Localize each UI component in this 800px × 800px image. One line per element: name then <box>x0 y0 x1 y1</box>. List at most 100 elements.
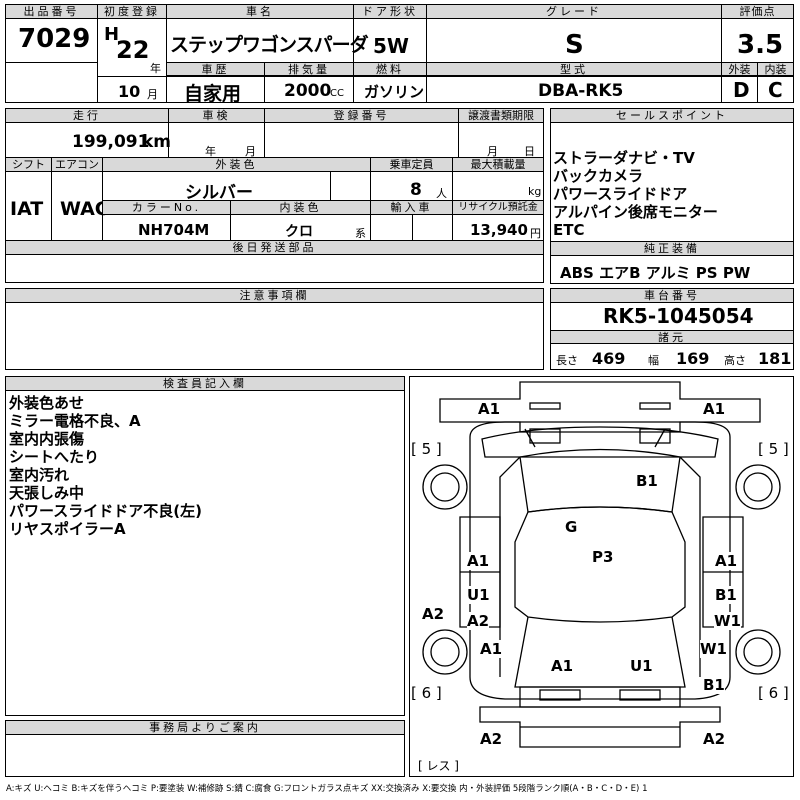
mark: A1 <box>478 400 501 418</box>
door-type: 5W <box>373 34 409 58</box>
recycle-unit: 円 <box>530 227 541 240</box>
inspection-label: 車検 <box>169 109 264 123</box>
mark: W1 <box>700 640 727 658</box>
inspector-list: 外装色あせ ミラー電格不良、A 室内内張傷 シートへたり 室内汚れ 天張しみ中 … <box>9 394 202 538</box>
int-label: 内装 <box>758 62 793 76</box>
cc-unit: CC <box>330 88 344 99</box>
height-label: 高さ <box>724 354 746 367</box>
regno-label: 登録番号 <box>265 109 458 123</box>
month-unit: 月 <box>147 88 158 101</box>
inspector-item: パワースライドドア不良(左) <box>9 502 202 520</box>
notes-box <box>5 288 544 370</box>
km-unit: km <box>142 132 172 152</box>
lot-number: 7029 <box>18 24 91 54</box>
length-label: 長さ <box>556 354 578 367</box>
transfer-month: 月 <box>487 145 498 158</box>
inspector-label: 検査員記入欄 <box>6 377 404 391</box>
mark: G <box>565 518 578 536</box>
mark: A1 <box>480 640 503 658</box>
era: H <box>104 24 120 45</box>
header-box <box>5 4 794 103</box>
car-name: ステップワゴンスパーダ <box>170 34 369 56</box>
inspector-item: ミラー電格不良、A <box>9 412 141 430</box>
model-label: 型式 <box>427 62 721 76</box>
height: 181 <box>758 349 792 368</box>
interior-label: 内装色 <box>231 201 370 215</box>
model: DBA-RK5 <box>538 81 624 101</box>
capacity-unit: 人 <box>436 187 447 200</box>
import-label: 輸入車 <box>371 201 452 215</box>
dims-label: 諸元 <box>551 330 793 344</box>
chassis-label: 車台番号 <box>551 289 793 303</box>
mark: A2 <box>467 612 490 630</box>
inspector-item: 室内汚れ <box>9 466 70 484</box>
later-parts-label: 後日発送部品 <box>6 241 543 255</box>
shift: IAT <box>10 198 44 220</box>
reg-month: 10 <box>118 82 141 101</box>
shift-label: シフト <box>6 158 51 172</box>
mark: [ 6 ] <box>411 684 442 702</box>
inspector-item: シートへたり <box>9 448 100 466</box>
mark: B1 <box>636 472 658 490</box>
insp-year: 年 <box>205 145 216 158</box>
mark: U1 <box>467 586 490 604</box>
recycle-label: リサイクル預託金 <box>453 201 543 215</box>
capacity-label: 乗車定員 <box>371 158 452 172</box>
sales-item: バックカメラ <box>553 167 644 185</box>
mark: A2 <box>480 730 503 748</box>
lot-label: 出品番号 <box>6 5 97 19</box>
mark: A1 <box>703 400 726 418</box>
exterior-color: シルバー <box>185 183 253 203</box>
mark: [ レス ] <box>418 757 459 774</box>
interior-color: クロ <box>285 224 313 240</box>
displacement: 2000 <box>284 81 332 101</box>
equip-items: ABS エアB アルミ PS PW <box>560 264 751 282</box>
mark: A2 <box>422 605 445 623</box>
mark: U1 <box>630 657 653 675</box>
equip-label: 純正装備 <box>551 242 793 256</box>
capacity: 8 <box>410 180 422 200</box>
mark: W1 <box>714 612 741 630</box>
mileage-label: 走行 <box>6 109 168 123</box>
inspector-item: 天張しみ中 <box>9 484 85 502</box>
notes-label: 注意事項欄 <box>6 289 543 303</box>
car-name-label: 車名 <box>167 5 353 19</box>
inspector-item: 外装色あせ <box>9 394 85 412</box>
mark: B1 <box>703 676 725 694</box>
transfer-label: 譲渡書類期限 <box>459 109 543 123</box>
sales-box <box>550 108 794 284</box>
fuel-label: 燃料 <box>354 62 426 76</box>
grade: S <box>565 30 584 60</box>
insp-month: 月 <box>245 145 256 158</box>
office-label: 事務局よりご案内 <box>6 721 404 735</box>
color-no: NH704M <box>138 221 210 239</box>
transfer-day: 日 <box>524 145 535 158</box>
score-label: 評価点 <box>722 5 793 19</box>
ac: WAC <box>60 198 109 220</box>
color-label: 外装色 <box>103 158 370 172</box>
mark: [ 5 ] <box>758 440 789 458</box>
int-score: C <box>768 78 783 102</box>
mark: P3 <box>592 548 614 566</box>
grade-label: グレード <box>427 5 721 19</box>
inspector-box <box>5 376 405 716</box>
chassis-number: RK5-1045054 <box>603 304 754 328</box>
reg-year: 22 <box>116 36 150 64</box>
car-diagram <box>422 381 781 748</box>
spec-box <box>5 108 544 283</box>
colorno-label: カラーNo. <box>103 201 230 215</box>
load-unit: kg <box>528 185 542 198</box>
inspector-item: リヤスポイラーA <box>9 520 126 538</box>
load-label: 最大積載量 <box>453 158 543 172</box>
width-label: 幅 <box>648 354 659 367</box>
ext-score: D <box>733 78 750 102</box>
fuel: ガソリン <box>364 83 425 101</box>
door-label: ドア形状 <box>354 5 426 19</box>
sales-item: ストラーダナビ・TV <box>553 149 695 167</box>
recycle-fee: 13,940 <box>470 221 528 239</box>
chassis-box <box>550 288 794 370</box>
mark: B1 <box>715 586 737 604</box>
ac-label: エアコン <box>52 158 102 172</box>
history-label: 車歴 <box>167 62 264 76</box>
car-diagram-box <box>409 376 794 777</box>
